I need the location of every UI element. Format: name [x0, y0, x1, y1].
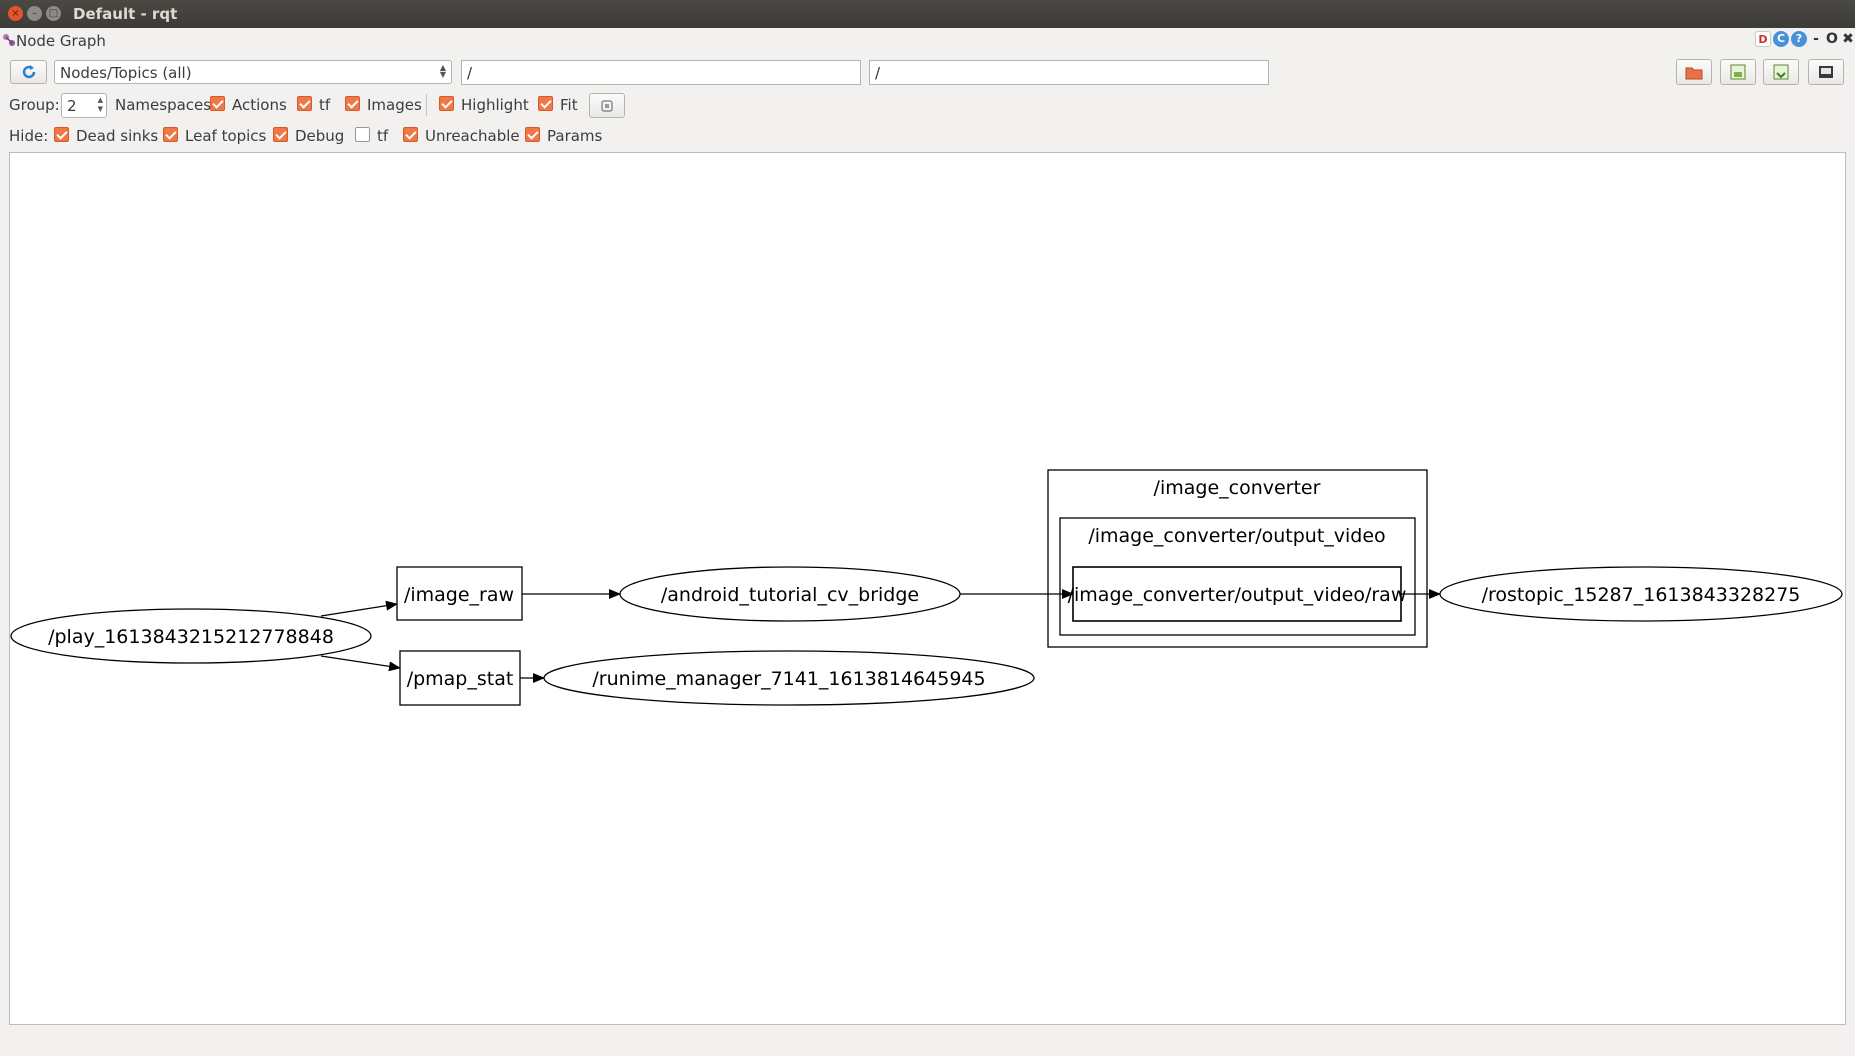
refresh-icon — [22, 65, 35, 79]
unreachable-checkbox[interactable] — [403, 127, 418, 142]
cluster-output-video[interactable] — [1059, 517, 1416, 636]
topic-pmap-stat-label: /pmap_stat — [407, 668, 514, 690]
plugin-header: Node Graph D C ? - O ✖ — [0, 30, 1855, 52]
window-titlebar: × – □ Default - rqt — [0, 0, 1855, 28]
plugin-minimize-button[interactable]: - — [1813, 31, 1819, 47]
cluster-image-converter[interactable] — [1047, 469, 1428, 648]
status-bar — [0, 1036, 1855, 1056]
fit-checkbox[interactable] — [538, 96, 553, 111]
edge-play-to-image-raw — [320, 600, 398, 617]
tf-hide-checkbox[interactable] — [355, 127, 370, 142]
topic-image-raw[interactable] — [396, 566, 523, 621]
images-label: Images — [367, 96, 422, 114]
debug-label: Debug — [295, 127, 345, 145]
dead-sinks-checkbox[interactable] — [54, 127, 69, 142]
node-filter-input[interactable] — [461, 60, 861, 85]
node-play-label: /play_1613843215212778848 — [48, 626, 334, 648]
group-label: Group: — [9, 96, 60, 114]
refresh-button[interactable] — [10, 60, 47, 84]
view-mode-select[interactable]: Nodes/Topics (all) ▲▼ — [54, 60, 452, 84]
graph-svg: /image_converter /image_converter/output… — [10, 469, 1843, 706]
plugin-d-button[interactable]: D — [1755, 31, 1771, 47]
plugin-reload-button[interactable]: C — [1773, 31, 1789, 47]
topic-output-video-raw-label: /image_converter/output_video/raw — [1068, 584, 1407, 606]
combo-arrows-icon: ▲▼ — [439, 63, 446, 79]
cluster-image-converter-label: /image_converter — [1154, 477, 1321, 499]
graph-toolbar: Nodes/Topics (all) ▲▼ — [0, 58, 1855, 86]
load-dot-icon — [1685, 67, 1703, 80]
tf-group-checkbox[interactable] — [297, 96, 312, 111]
save-dot-icon — [1730, 64, 1746, 80]
highlight-checkbox[interactable] — [439, 96, 454, 111]
leaf-topics-label: Leaf topics — [185, 127, 267, 145]
debug-checkbox[interactable] — [273, 127, 288, 142]
window-minimize-button[interactable]: – — [27, 6, 42, 21]
cluster-output-video-label: /image_converter/output_video — [1088, 525, 1385, 547]
node-play[interactable] — [10, 608, 372, 664]
plugin-close-button[interactable]: ✖ — [1842, 31, 1854, 47]
node-rostopic-label: /rostopic_15287_1613843328275 — [1482, 584, 1801, 606]
save-image-button[interactable] — [1763, 59, 1799, 85]
node-runime-manager[interactable] — [543, 650, 1035, 706]
params-label: Params — [547, 127, 603, 145]
window-close-button[interactable]: × — [8, 6, 23, 21]
namespaces-label: Namespaces — [115, 96, 212, 114]
topic-filter-input[interactable] — [869, 60, 1269, 85]
tf-group-label: tf — [319, 96, 331, 114]
plugin-controls: D C ? - O ✖ — [1755, 31, 1855, 47]
fit-view-icon — [1819, 66, 1833, 78]
edge-play-to-pmap-stat — [320, 655, 401, 672]
plugin-help-button[interactable]: ? — [1791, 31, 1807, 47]
actions-label: Actions — [232, 96, 287, 114]
node-graph-icon — [3, 34, 15, 46]
options-separator — [426, 94, 427, 116]
hide-label: Hide: — [9, 127, 49, 145]
group-options: Group: 2 ▲▼ Namespaces Actions tf Images… — [0, 92, 1855, 118]
view-mode-value: Nodes/Topics (all) — [60, 64, 192, 82]
plugin-float-button[interactable]: O — [1826, 31, 1838, 47]
hide-options: Hide: Dead sinks Leaf topics Debug tf Un… — [0, 123, 1855, 147]
highlight-label: Highlight — [461, 96, 529, 114]
node-rostopic[interactable] — [1439, 566, 1843, 622]
save-image-icon — [1773, 64, 1789, 80]
node-runime-manager-label: /runime_manager_7141_1613814645945 — [592, 668, 985, 690]
window-title: Default - rqt — [73, 5, 178, 23]
node-cv-bridge[interactable] — [619, 566, 961, 622]
node-cv-bridge-label: /android_tutorial_cv_bridge — [661, 584, 919, 606]
graph-canvas[interactable]: /image_converter /image_converter/output… — [9, 152, 1846, 1025]
group-value: 2 — [67, 97, 77, 115]
tf-hide-label: tf — [377, 127, 389, 145]
topic-pmap-stat[interactable] — [399, 650, 521, 706]
save-dot-button[interactable] — [1720, 59, 1756, 85]
params-checkbox[interactable] — [525, 127, 540, 142]
plugin-title: Node Graph — [16, 32, 106, 50]
spin-arrows-icon: ▲▼ — [97, 96, 103, 113]
load-dot-button[interactable] — [1676, 59, 1712, 85]
topic-output-video-raw[interactable] — [1072, 566, 1402, 622]
group-spinbox[interactable]: 2 ▲▼ — [61, 93, 107, 118]
topic-image-raw-label: /image_raw — [404, 584, 514, 606]
dead-sinks-label: Dead sinks — [76, 127, 159, 145]
unreachable-label: Unreachable — [425, 127, 520, 145]
images-checkbox[interactable] — [345, 96, 360, 111]
fit-in-view-button[interactable] — [589, 93, 625, 118]
fit-label: Fit — [560, 96, 578, 114]
window-maximize-button[interactable]: □ — [46, 6, 61, 21]
fit-view-button[interactable] — [1808, 59, 1844, 85]
zoom-fit-icon — [601, 99, 613, 112]
leaf-topics-checkbox[interactable] — [163, 127, 178, 142]
namespaces-checkbox[interactable] — [210, 96, 225, 111]
